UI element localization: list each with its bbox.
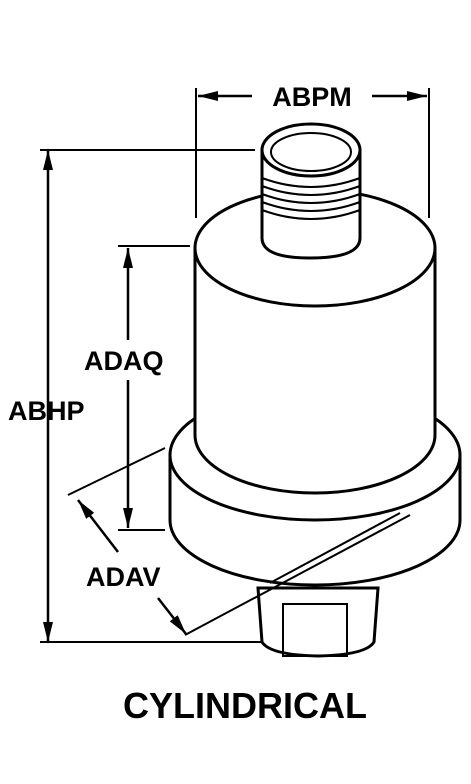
dimension-label-abpm: ABPM [272,82,352,112]
dimension-label-abhp: ABHP [8,396,85,426]
dimension-label-adaq: ADAQ [84,346,164,376]
drawing-caption: CYLINDRICAL [123,685,367,726]
dimension-arrows [43,91,427,642]
extension-lines [40,88,430,643]
threaded-fitting [260,122,362,260]
hex-fitting [256,586,380,658]
dimension-label-adav: ADAV [86,562,161,592]
